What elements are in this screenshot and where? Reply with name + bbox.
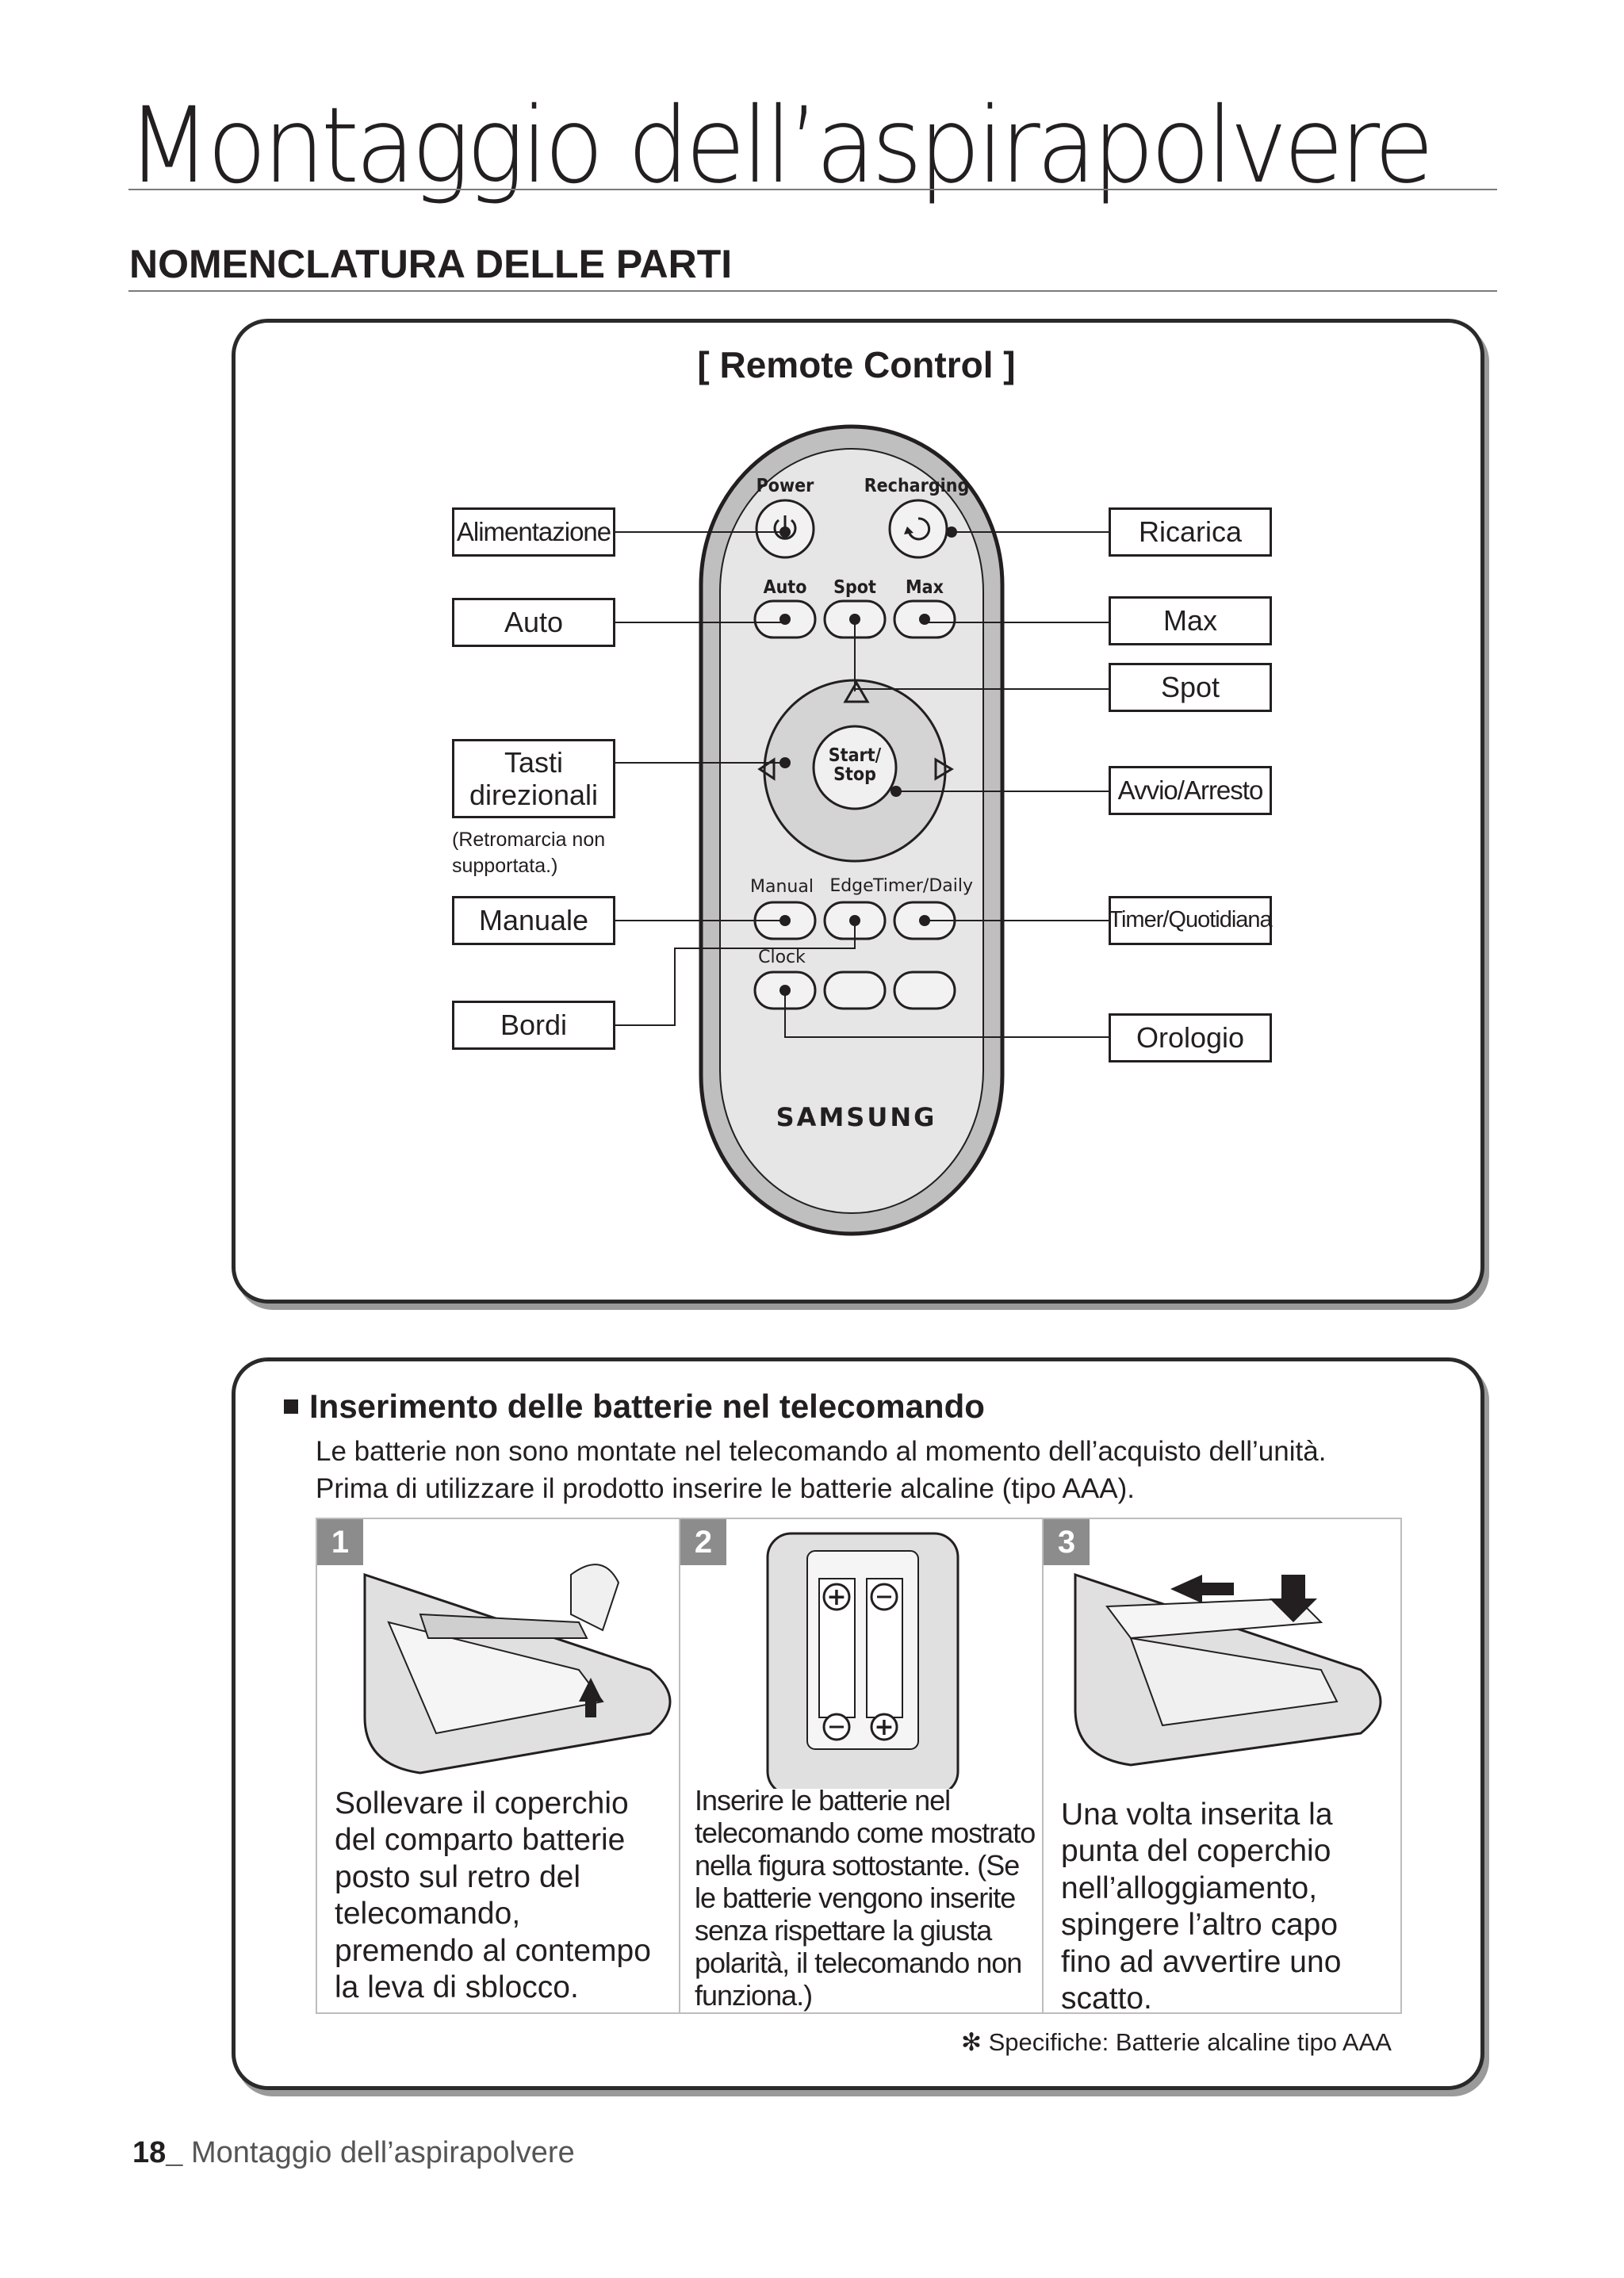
clock-label: Clock — [758, 948, 806, 967]
svg-text:+: + — [826, 1583, 846, 1611]
page-number: 18_ — [132, 2136, 183, 2169]
callout-tasti-direzionali: Tasti direzionali — [452, 739, 615, 818]
callout-tasti-line2: direzionali — [469, 779, 599, 811]
callout-manuale: Manuale — [452, 896, 615, 945]
step-3-text: Una volta inserita la punta del coperchi… — [1061, 1798, 1342, 2016]
step-1-illustration — [363, 1564, 672, 1775]
manual-label: Manual — [750, 877, 814, 897]
retromarcia-note-line2: supportata.) — [452, 854, 558, 877]
callout-spot: Spot — [1109, 663, 1272, 712]
step-3: 3 Una volta inserita la punta del coperc… — [1044, 1519, 1404, 2016]
callout-max: Max — [1109, 596, 1272, 645]
callout-ricarica: Ricarica — [1109, 507, 1272, 557]
step-1-number: 1 — [317, 1519, 363, 1565]
step-1-text: Sollevare il coperchio del comparto batt… — [335, 1786, 651, 2005]
callout-timer-quotidiana: Timer/Quotidiana — [1109, 896, 1273, 945]
bullet-square-icon — [284, 1399, 298, 1414]
battery-heading-text: Inserimento delle batterie nel telecoman… — [309, 1388, 985, 1425]
arrow-right-icon — [934, 757, 954, 781]
samsung-logo: SAMSUNG — [776, 1102, 937, 1132]
retromarcia-note-line1: (Retromarcia non — [452, 829, 606, 851]
max-label: Max — [906, 577, 944, 598]
auto-label: Auto — [764, 577, 807, 598]
section-divider — [128, 290, 1497, 292]
start-stop-button — [812, 725, 898, 810]
section-heading: NOMENCLATURA DELLE PARTI — [129, 242, 733, 286]
step-2-illustration: + + — [766, 1532, 959, 1789]
power-label: Power — [756, 476, 815, 496]
edge-label: Edge — [829, 876, 873, 896]
callout-auto: Auto — [452, 598, 615, 647]
start-stop-label-2: Stop — [833, 764, 876, 785]
step-2-number: 2 — [680, 1519, 726, 1565]
retromarcia-note: (Retromarcia non supportata.) — [452, 827, 605, 879]
step-1: 1 Sollevare il coperchio del comparto ba… — [317, 1519, 680, 2012]
svg-text:+: + — [874, 1713, 894, 1741]
callout-bordi: Bordi — [452, 1001, 615, 1050]
callout-orologio: Orologio — [1109, 1013, 1272, 1062]
callout-alimentazione: Alimentazione — [452, 507, 615, 557]
blank-button-2 — [823, 971, 887, 1010]
page-title: Montaggio dell’aspirapolvere — [127, 85, 1434, 207]
callout-tasti-line1: Tasti — [504, 745, 564, 779]
step-3-illustration — [1074, 1572, 1382, 1767]
battery-intro: Le batterie non sono montate nel telecom… — [316, 1434, 1326, 1507]
battery-intro-line2: Prima di utilizzare il prodotto inserire… — [316, 1472, 1135, 1504]
recharging-label: Recharging — [864, 476, 970, 496]
recharge-icon — [907, 517, 931, 541]
step-3-number: 3 — [1044, 1519, 1090, 1565]
blank-button-3 — [893, 971, 956, 1010]
battery-steps-table: 1 Sollevare il coperchio del comparto ba… — [316, 1518, 1404, 2016]
remote-control-illustration: Power Recharging Auto Spot Max Start/ St… — [615, 424, 1109, 1236]
page-footer: 18_ Montaggio dell’aspirapolvere — [132, 2136, 575, 2170]
callout-avvio-arresto: Avvio/Arresto — [1109, 766, 1272, 815]
title-divider — [128, 189, 1497, 190]
spec-note: ✻ Specifiche: Batterie alcaline tipo AAA — [961, 2028, 1392, 2056]
power-icon — [773, 519, 797, 540]
arrow-left-icon — [757, 757, 776, 781]
arrow-up-icon — [843, 680, 870, 703]
step-2-text: Inserire le batterie nel telecomando com… — [695, 1784, 1036, 2012]
timer-daily-label: Timer/Daily — [872, 876, 973, 896]
callout-lines — [615, 531, 1109, 1038]
callout-dots — [779, 526, 957, 996]
start-stop-label-1: Start/ — [829, 745, 882, 766]
battery-heading: Inserimento delle batterie nel telecoman… — [284, 1388, 985, 1426]
remote-control-title: [ Remote Control ] — [697, 344, 1016, 385]
spot-label: Spot — [833, 577, 876, 598]
footer-text: Montaggio dell’aspirapolvere — [182, 2136, 575, 2169]
step-2: + + 2 Inserire le batterie nel telecoman… — [680, 1519, 1044, 2012]
recharging-button — [888, 499, 948, 559]
battery-intro-line1: Le batterie non sono montate nel telecom… — [316, 1436, 1327, 1467]
